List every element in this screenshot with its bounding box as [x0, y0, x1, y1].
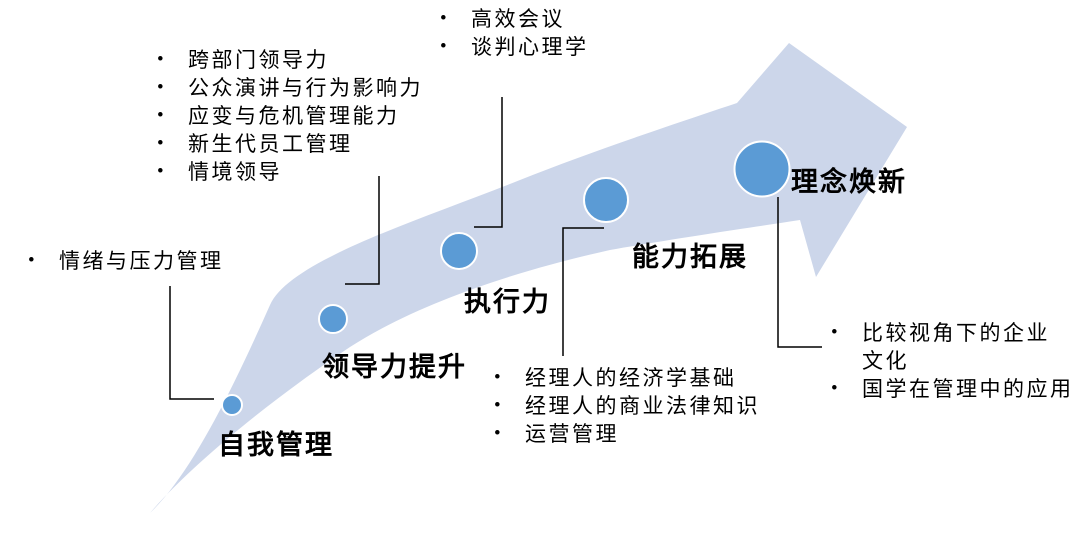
topic-text: 运营管理: [525, 422, 619, 446]
list-item: • 比较视角下的企业文化: [831, 319, 1074, 375]
stage-label-mindset-renewal: 理念焕新: [791, 167, 907, 197]
bullet-icon: •: [157, 133, 164, 154]
connector-execution: [474, 97, 503, 228]
bullet-icon: •: [157, 77, 164, 98]
milestone-dot-execution: [440, 232, 478, 270]
milestone-dot-leadership-improvement: [318, 304, 348, 334]
topic-text: 情绪与压力管理: [59, 249, 224, 273]
topic-text: 跨部门领导力: [188, 48, 329, 72]
list-item: • 情绪与压力管理: [28, 247, 224, 275]
milestone-dot-mindset-renewal: [733, 140, 791, 198]
list-item: • 经理人的经济学基础: [494, 364, 760, 392]
topic-text: 谈判心理学: [471, 35, 589, 59]
topic-text: 高效会议: [471, 7, 565, 31]
topic-list-execution: • 高效会议 • 谈判心理学: [440, 5, 589, 61]
topic-list-mindset-renewal: • 比较视角下的企业文化 • 国学在管理中的应用: [831, 319, 1074, 403]
topic-text: 新生代员工管理: [188, 132, 353, 156]
bullet-icon: •: [28, 250, 35, 271]
list-item: • 国学在管理中的应用: [831, 375, 1074, 403]
bullet-icon: •: [440, 8, 447, 29]
topic-list-capability-expansion: • 经理人的经济学基础 • 经理人的商业法律知识 • 运营管理: [494, 364, 760, 448]
list-item: • 谈判心理学: [440, 33, 589, 61]
milestone-dot-self-management: [221, 394, 243, 416]
list-item: • 情境领导: [157, 158, 423, 186]
topic-list-leadership-improvement: • 跨部门领导力 • 公众演讲与行为影响力 • 应变与危机管理能力 • 新生代员…: [157, 46, 423, 186]
list-item: • 运营管理: [494, 420, 760, 448]
stage-label-leadership-improvement: 领导力提升: [322, 352, 467, 382]
stage-label-capability-expansion: 能力拓展: [632, 242, 748, 272]
bullet-icon: •: [494, 367, 501, 388]
topic-text: 公众演讲与行为影响力: [188, 76, 423, 100]
bullet-icon: •: [494, 395, 501, 416]
connector-mindset-renewal: [777, 197, 822, 348]
stage-label-execution: 执行力: [464, 287, 551, 317]
growth-arrow: [150, 43, 907, 513]
list-item: • 经理人的商业法律知识: [494, 392, 760, 420]
topic-text: 经理人的商业法律知识: [525, 394, 760, 418]
connector-leadership-improvement: [345, 176, 380, 285]
connector-self-management: [169, 286, 214, 400]
topic-text: 国学在管理中的应用: [862, 377, 1074, 401]
bullet-icon: •: [494, 423, 501, 444]
bullet-icon: •: [157, 49, 164, 70]
topic-text: 应变与危机管理能力: [188, 104, 400, 128]
bullet-icon: •: [831, 378, 838, 399]
connector-capability-expansion: [562, 227, 604, 356]
list-item: • 高效会议: [440, 5, 589, 33]
stage-label-self-management: 自我管理: [218, 430, 334, 460]
list-item: • 应变与危机管理能力: [157, 102, 423, 130]
topic-text: 比较视角下的企业文化: [862, 321, 1050, 373]
list-item: • 跨部门领导力: [157, 46, 423, 74]
topic-list-self-management: • 情绪与压力管理: [28, 247, 224, 275]
milestone-dot-capability-expansion: [583, 177, 629, 223]
list-item: • 新生代员工管理: [157, 130, 423, 158]
bullet-icon: •: [157, 105, 164, 126]
bullet-icon: •: [831, 322, 838, 343]
topic-text: 情境领导: [188, 160, 282, 184]
bullet-icon: •: [157, 161, 164, 182]
topic-text: 经理人的经济学基础: [525, 366, 737, 390]
bullet-icon: •: [440, 36, 447, 57]
list-item: • 公众演讲与行为影响力: [157, 74, 423, 102]
